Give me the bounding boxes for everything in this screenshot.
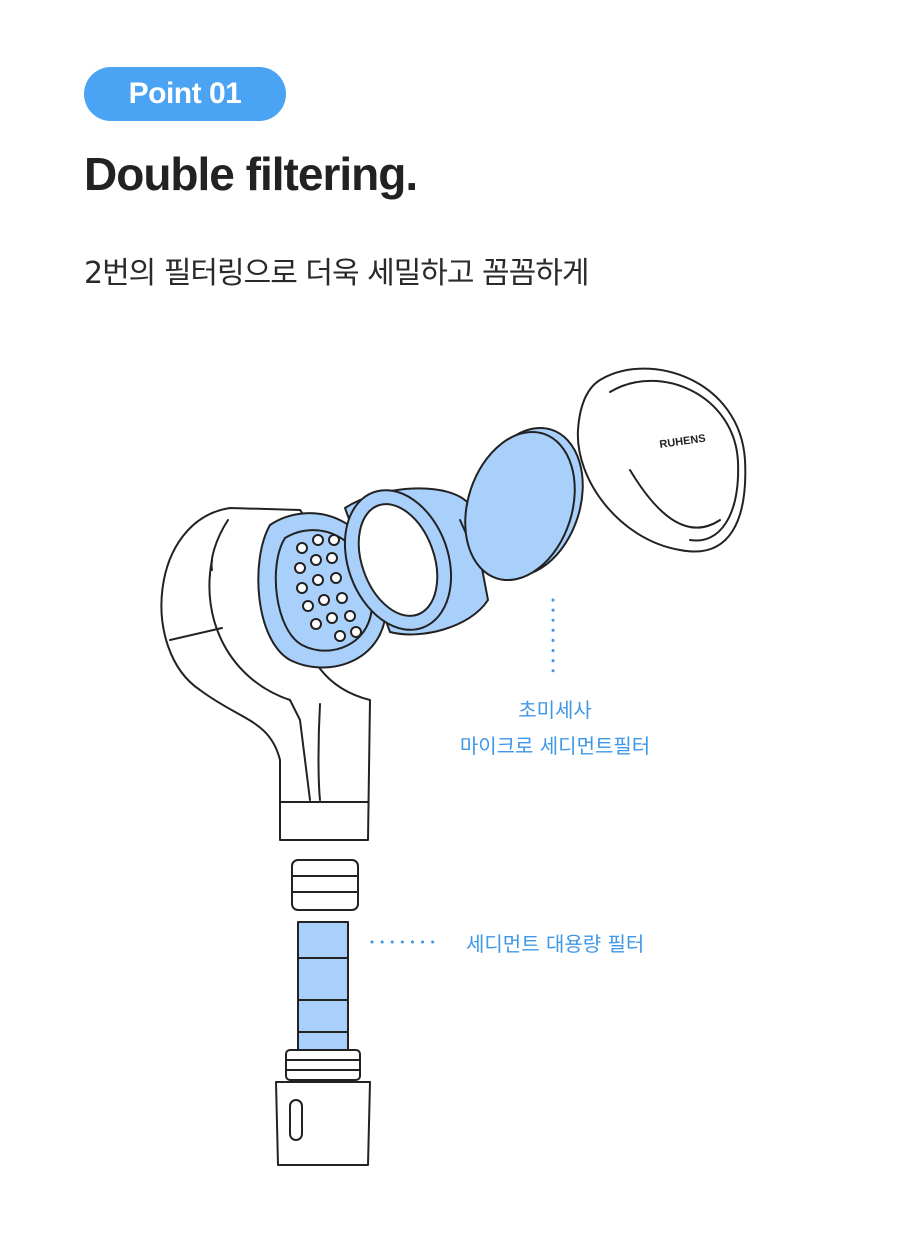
page-title: Double filtering. — [84, 148, 418, 200]
handle-connector — [291, 859, 359, 911]
page-subtitle: 2번의 필터링으로 더욱 세밀하고 꼼꼼하게 — [84, 256, 589, 291]
sediment-filter-label: 세디먼트 대용량 필터 — [466, 932, 645, 956]
micro-filter-label-line1: 초미세사 — [518, 698, 592, 722]
sediment-filter — [297, 921, 349, 1058]
ring-filter — [343, 487, 489, 636]
point-badge: Point 01 — [84, 67, 286, 121]
disc-filter — [464, 426, 584, 582]
shower-handle — [275, 1049, 371, 1166]
cover-cap: RUHENS — [576, 367, 747, 553]
micro-filter-label-line2: 마이크로 세디먼트필터 — [459, 734, 651, 758]
shower-head-illustration: RUHENS — [160, 367, 747, 1166]
micro-filter-label: 초미세사 마이크로 세디먼트필터 — [430, 692, 680, 764]
